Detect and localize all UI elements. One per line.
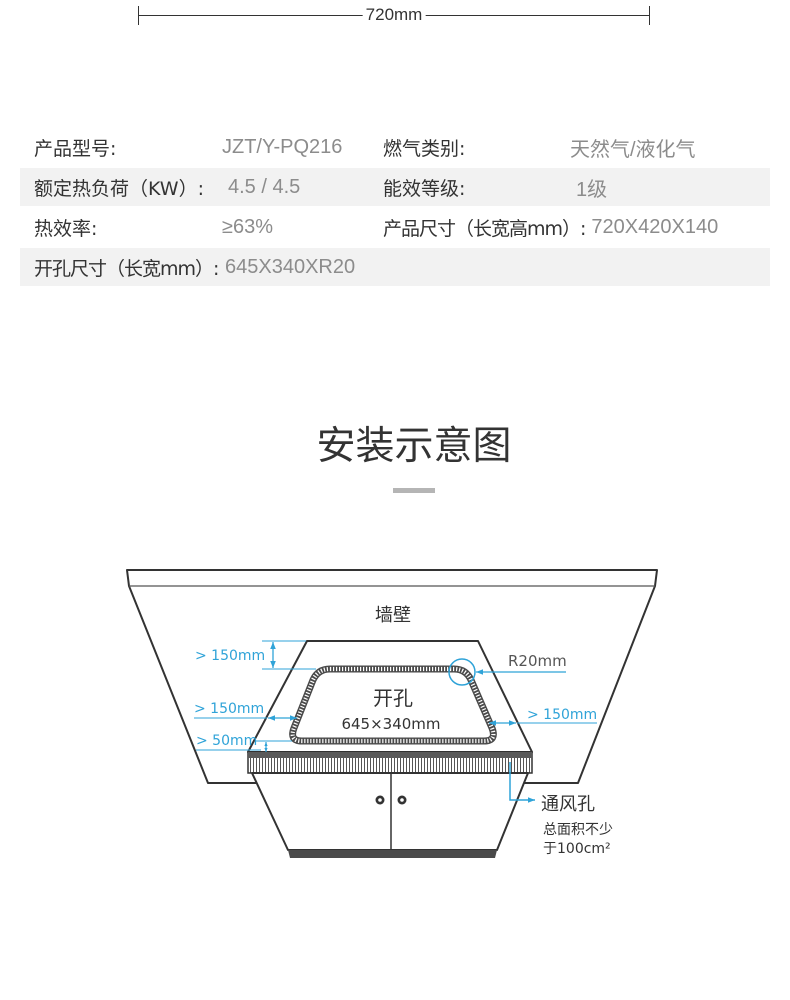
corner-radius-label: R20mm <box>508 652 567 670</box>
spec-label: 额定热负荷（KW）: <box>34 177 204 200</box>
spec-value: 4.5 / 4.5 <box>228 175 301 198</box>
spec-value: 720X420X140 <box>591 215 719 238</box>
right-clearance-label: > 150mm <box>527 707 597 723</box>
wall-label: 墙壁 <box>375 605 411 626</box>
cabinet-knob-right-center <box>400 798 404 802</box>
vent-arrow <box>509 762 535 803</box>
spec-row: 额定热负荷（KW）: 4.5 / 4.5 能效等级: 1级 <box>20 168 770 206</box>
cutout-label: 开孔 <box>373 686 413 710</box>
spec-label: 开孔尺寸（长宽mm）: <box>34 257 219 280</box>
spec-label: 能效等级: <box>383 177 466 200</box>
installation-diagram: 墙壁 开孔 645×340mm > 150mm > 150mm > 150mm <box>126 569 658 858</box>
spec-row: 热效率: ≥63% 产品尺寸（长宽高mm）: 720X420X140 <box>20 208 770 246</box>
cabinet-knob-left-center <box>378 798 382 802</box>
vent-label: 通风孔 <box>541 794 595 815</box>
spec-label: 热效率: <box>34 217 98 240</box>
cabinet <box>251 772 529 851</box>
corner-radius-marker <box>448 658 476 686</box>
spec-label: 产品尺寸（长宽高mm）: <box>383 217 586 240</box>
cutout-size: 645×340mm <box>341 715 440 733</box>
cabinet-base <box>288 850 497 858</box>
section-title: 安装示意图 <box>316 424 512 469</box>
spec-pair-product-size: 产品尺寸（长宽高mm）: 720X420X140 <box>383 208 718 246</box>
spec-label: 产品型号: <box>34 137 117 160</box>
spec-row: 开孔尺寸（长宽mm）: 645X340XR20 <box>20 248 770 286</box>
spec-table: 产品型号: JZT/Y-PQ216 燃气类别: 天然气/液化气 额定热负荷（KW… <box>20 128 770 288</box>
vent-note-line1: 总面积不少 <box>543 822 613 838</box>
vent-note-line2: 于100cm² <box>543 841 611 857</box>
spec-pair-heat-load: 额定热负荷（KW）: 4.5 / 4.5 <box>34 168 300 206</box>
spec-row: 产品型号: JZT/Y-PQ216 燃气类别: 天然气/液化气 <box>20 128 770 166</box>
cutout-hole-hatch <box>290 666 496 744</box>
spec-value: 1级 <box>576 178 608 201</box>
back-clearance-label: > 150mm <box>195 648 265 664</box>
spec-value: 天然气/液化气 <box>570 138 696 161</box>
spec-pair-thermal-efficiency: 热效率: ≥63% <box>34 208 273 246</box>
front-clearance-label: > 50mm <box>196 733 257 749</box>
spec-pair-efficiency-grade: 能效等级: 1级 <box>383 168 607 206</box>
spec-value: JZT/Y-PQ216 <box>222 135 343 158</box>
spec-label: 燃气类别: <box>383 137 466 160</box>
left-clearance-label: > 150mm <box>194 701 264 717</box>
spec-value: 645X340XR20 <box>225 255 356 278</box>
spec-pair-gas-type: 燃气类别: 天然气/液化气 <box>383 128 696 166</box>
title-underline-bar <box>393 488 435 493</box>
spec-pair-cutout-size: 开孔尺寸（长宽mm）: 645X340XR20 <box>34 248 355 286</box>
width-dimension: 720mm <box>138 4 650 26</box>
width-dimension-label: 720mm <box>362 4 426 26</box>
countertop-edge-band <box>248 752 532 758</box>
spec-pair-model: 产品型号: JZT/Y-PQ216 <box>34 128 342 166</box>
spec-value: ≥63% <box>222 215 274 238</box>
